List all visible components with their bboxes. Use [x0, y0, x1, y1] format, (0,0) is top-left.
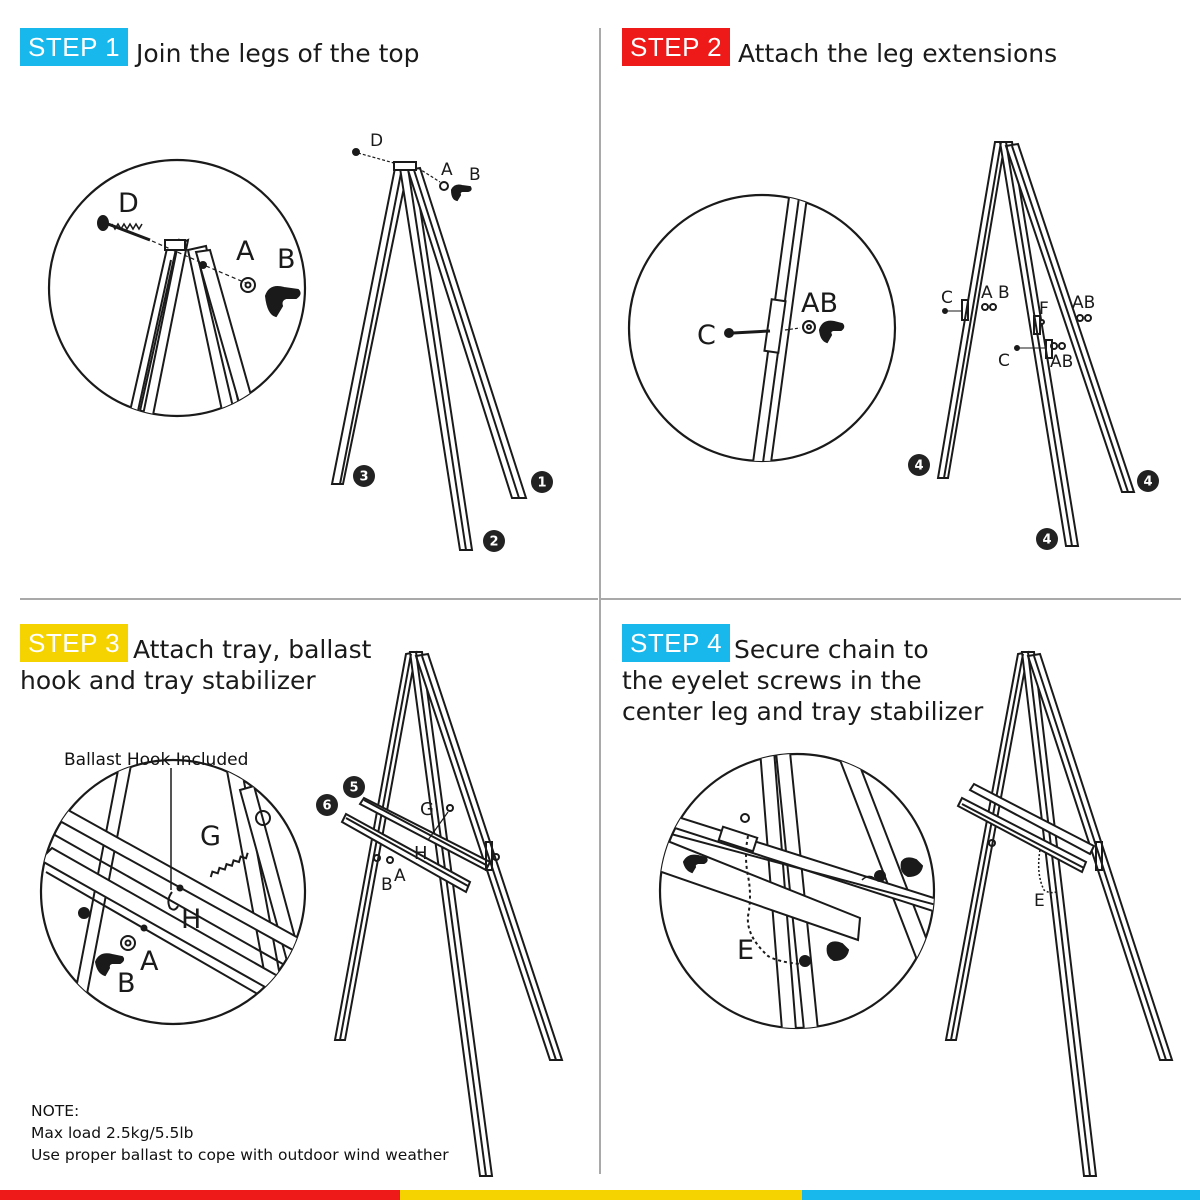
step-3-zoom-label-b: B: [117, 968, 136, 999]
step-2-badge: STEP 2: [622, 28, 731, 66]
step-3-zoom-label-g: G: [200, 821, 221, 852]
bottom-bar-yellow: [400, 1190, 802, 1200]
step-2-easel-label-c1: C: [941, 288, 953, 308]
vertical-divider: [599, 28, 601, 1174]
svg-text:4: 4: [914, 459, 923, 474]
note-line-ballast: Use proper ballast to cope with outdoor …: [31, 1146, 449, 1164]
note-block: NOTE: Max load 2.5kg/5.5lb Use proper ba…: [31, 1100, 449, 1166]
step-3-part-badge-tray-front: 6: [316, 794, 338, 816]
step-3-zoom-circle: [39, 758, 307, 1026]
step-2-leg-badge-left: 4: [908, 454, 930, 476]
step-1-leg-badge-right: 1: [531, 471, 553, 493]
step-2-easel: [936, 141, 1136, 547]
bottom-bar-red: [0, 1190, 400, 1200]
step-2-zoom-label-ab: AB: [801, 288, 838, 319]
step-1-zoom-label-d: D: [118, 188, 139, 219]
step-2-easel-label-c2: C: [998, 351, 1010, 371]
step-1-easel-label-b: B: [469, 165, 481, 185]
step-3-easel-label-g: G: [420, 799, 434, 820]
step-3-easel: [333, 650, 564, 1177]
step-4-easel-label-e: E: [1034, 891, 1045, 911]
svg-text:4: 4: [1042, 533, 1051, 548]
step-1-title: Join the legs of the top: [136, 39, 420, 68]
step-1-easel-label-d: D: [370, 131, 383, 151]
step-3-zoom-label-a: A: [140, 946, 159, 977]
step-2-easel-label-ab2: AB: [1072, 293, 1095, 313]
horizontal-divider-right: [601, 598, 1181, 600]
step-2-easel-label-ab3: AB: [1050, 352, 1073, 372]
step-3-easel-label-b: B: [381, 875, 393, 895]
step-1-zoom-label-a: A: [236, 236, 255, 267]
svg-text:1: 1: [537, 476, 546, 491]
step-4-title: Secure chain to the eyelet screws in the…: [622, 635, 984, 726]
svg-text:5: 5: [349, 781, 358, 796]
step-2-leg-badge-right: 4: [1137, 470, 1159, 492]
step-1-easel-label-a: A: [441, 160, 453, 180]
horizontal-divider-left: [20, 598, 598, 600]
step-3-badge: STEP 3: [20, 624, 129, 662]
svg-text:4: 4: [1143, 475, 1152, 490]
step-3-part-badge-tray-back: 5: [343, 776, 365, 798]
bottom-bar-blue: [802, 1190, 1200, 1200]
step-2-easel-label-f: F: [1039, 299, 1049, 319]
step-4-badge: STEP 4: [622, 624, 731, 662]
step-2-title: Attach the leg extensions: [738, 39, 1058, 68]
step-4-zoom-circle: [658, 752, 936, 1030]
step-3-title: Attach tray, ballast hook and tray stabi…: [20, 635, 372, 695]
note-heading: NOTE:: [31, 1102, 80, 1120]
step-2-zoom-label-c: C: [697, 320, 716, 351]
step-3-zoom-label-h: H: [181, 904, 201, 935]
step-1-leg-badge-left: 3: [353, 465, 375, 487]
step-3-easel-label-a: A: [394, 866, 406, 886]
svg-text:6: 6: [322, 799, 331, 814]
step-2-leg-badge-center: 4: [1036, 528, 1058, 550]
step-1-zoom-circle: [47, 158, 307, 418]
step-1-easel: [330, 148, 528, 551]
step-4-zoom-label-e: E: [737, 935, 754, 966]
step-1-zoom-label-b: B: [277, 244, 296, 275]
step-1-leg-badge-center: 2: [483, 530, 505, 552]
step-3-easel-label-h: H: [414, 843, 428, 864]
svg-text:3: 3: [359, 470, 368, 485]
svg-text:2: 2: [489, 535, 498, 550]
note-line-max-load: Max load 2.5kg/5.5lb: [31, 1124, 194, 1142]
step-2-zoom-circle: [627, 193, 897, 463]
step-4-easel: [944, 650, 1174, 1177]
step-1-badge: STEP 1: [20, 28, 129, 66]
step-2-easel-label-ab1: A B: [981, 283, 1010, 303]
